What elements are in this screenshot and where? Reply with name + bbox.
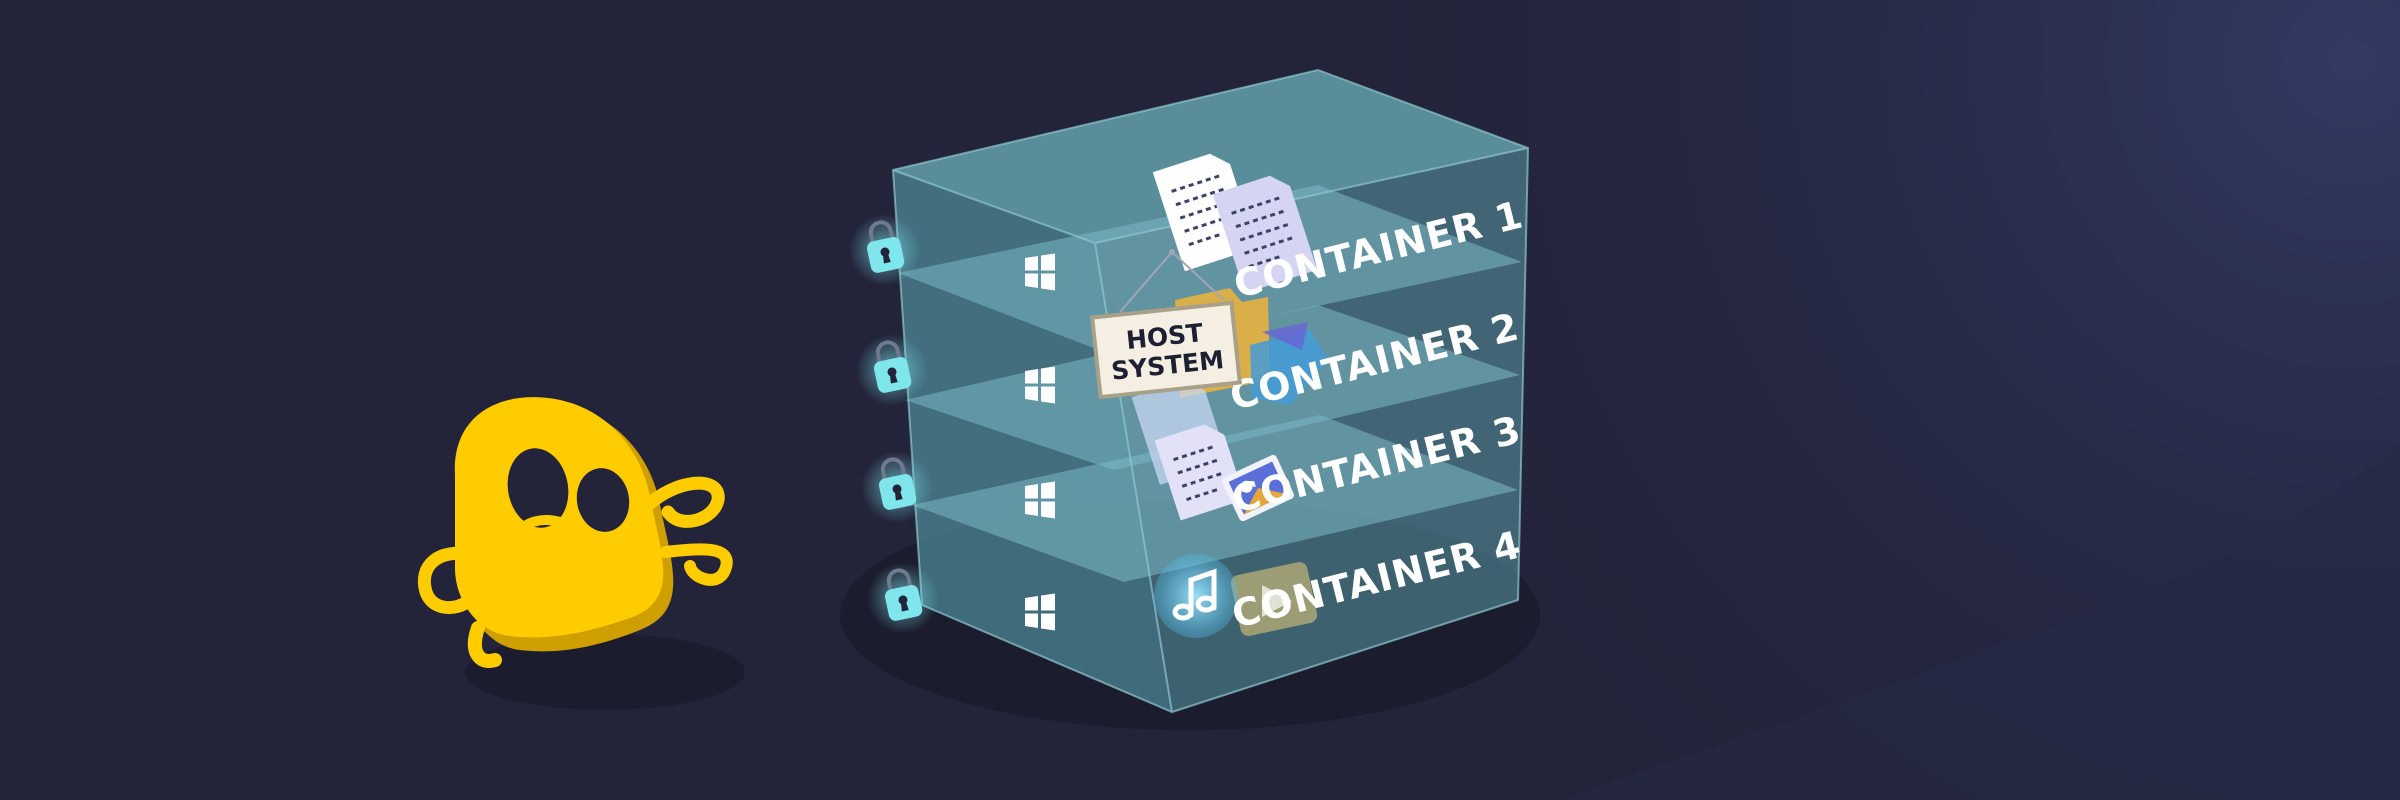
padlock-icon [849,214,921,286]
shelf-1 [898,185,1522,352]
mascot-shadow [465,634,745,710]
background-curve [1560,440,2400,800]
mascot-eye-right [576,468,630,532]
music-icon [1154,554,1318,638]
padlock-icon [861,451,933,523]
padlock-icon [867,562,939,634]
document-icon [1152,153,1318,294]
image-icon [1131,380,1295,522]
yellow-ghost-mascot [417,397,745,710]
padlock-icon [856,334,928,406]
mascot-eye-left [507,448,569,528]
host-system-sign: HOST SYSTEM [1090,249,1242,400]
